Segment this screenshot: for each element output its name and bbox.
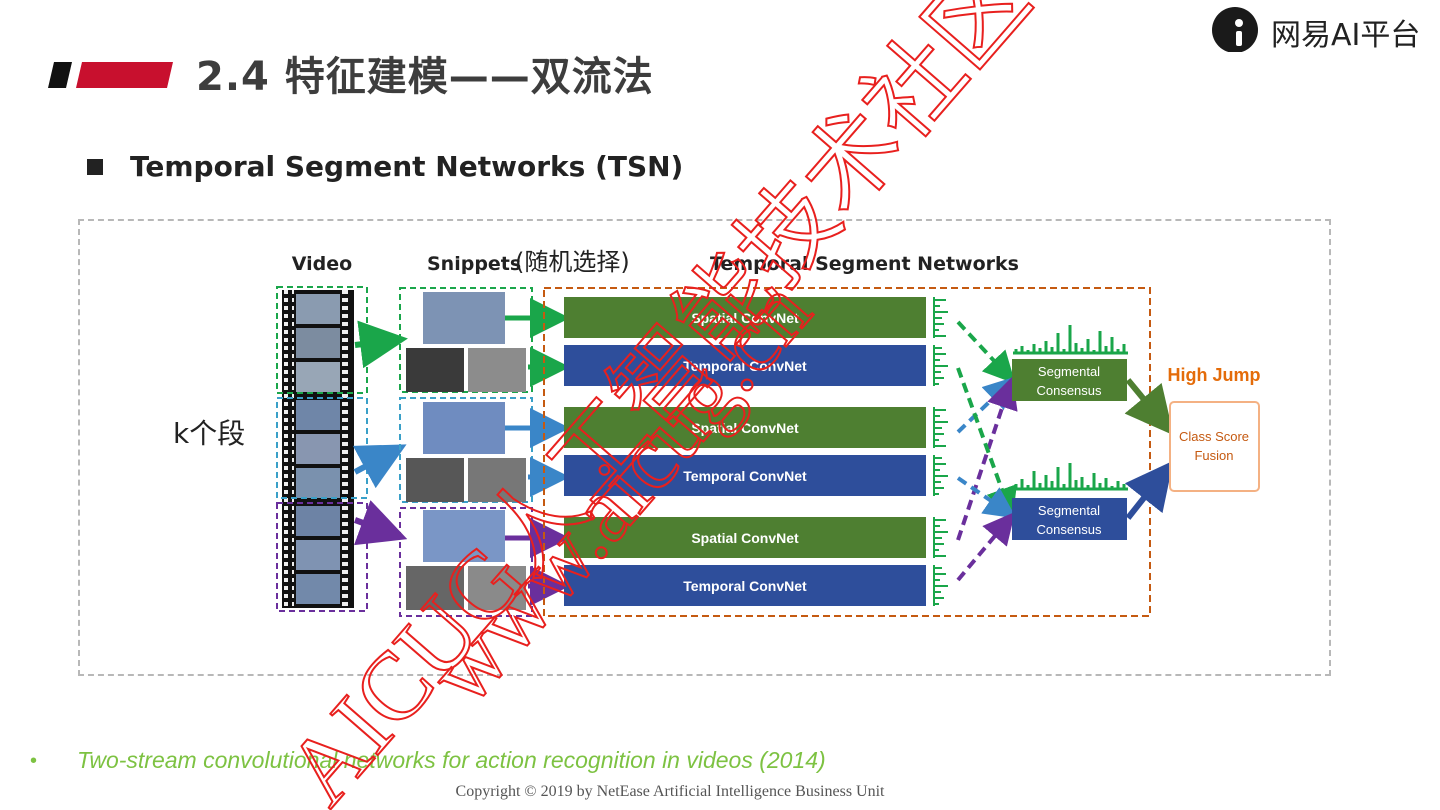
svg-text:Temporal ConvNet: Temporal ConvNet — [683, 358, 807, 374]
video-header: Video — [292, 253, 352, 275]
score-histogram-2 — [1013, 463, 1128, 489]
svg-text:Consensus: Consensus — [1036, 383, 1102, 398]
svg-text:Fusion: Fusion — [1194, 448, 1233, 463]
networks-header: Temporal Segment Networks — [710, 253, 1019, 275]
temporal-convnet-3: Temporal ConvNet — [564, 565, 926, 606]
svg-text:Segmental: Segmental — [1038, 364, 1100, 379]
svg-text:Class Score: Class Score — [1179, 429, 1249, 444]
svg-text:Segmental: Segmental — [1038, 503, 1100, 518]
k-segments-label: k个段 — [173, 417, 245, 450]
svg-text:Spatial ConvNet: Spatial ConvNet — [691, 530, 799, 546]
spatial-convnet-2: Spatial ConvNet — [564, 407, 926, 448]
reference-bullet: • — [30, 750, 37, 773]
temporal-convnet-2: Temporal ConvNet — [564, 455, 926, 496]
spatial-convnet-3: Spatial ConvNet — [564, 517, 926, 558]
video-film-strip — [282, 290, 354, 608]
class-score-fusion: Class Score Fusion — [1170, 402, 1259, 491]
svg-text:Temporal ConvNet: Temporal ConvNet — [683, 468, 807, 484]
svg-text:Spatial ConvNet: Spatial ConvNet — [691, 310, 799, 326]
segmental-consensus-2: Segmental Consensus — [1012, 498, 1127, 540]
svg-text:Spatial ConvNet: Spatial ConvNet — [691, 420, 799, 436]
temporal-convnet-1: Temporal ConvNet — [564, 345, 926, 386]
snippets-note: (随机选择) — [515, 248, 630, 276]
svg-text:Temporal ConvNet: Temporal ConvNet — [683, 578, 807, 594]
snippets-header: Snippets — [427, 253, 521, 275]
result-label: High Jump — [1168, 365, 1261, 385]
copyright-text: Copyright © 2019 by NetEase Artificial I… — [0, 783, 1340, 801]
spatial-convnet-1: Spatial ConvNet — [564, 297, 926, 338]
reference-citation: Two-stream convolutional networks for ac… — [77, 747, 826, 774]
svg-text:Consensus: Consensus — [1036, 522, 1102, 537]
snippet-images — [406, 292, 526, 610]
segmental-consensus-1: Segmental Consensus — [1012, 359, 1127, 401]
score-ticks — [934, 297, 948, 606]
score-histogram-1 — [1013, 325, 1128, 353]
